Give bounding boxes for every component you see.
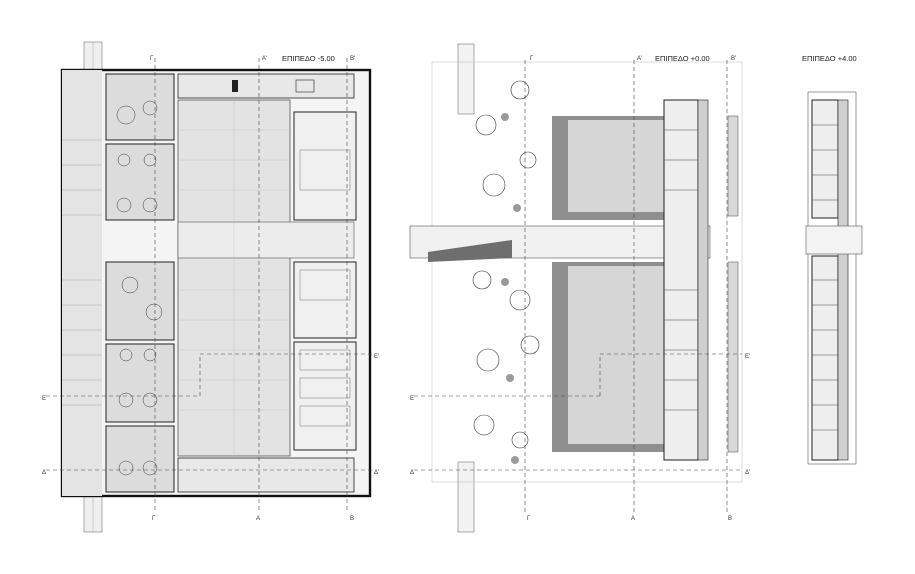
level-title-upper: ΕΠΙΠΕΔΟ +4.00 [802,54,857,63]
section-marker-epsilon-prime-left: Ε' [374,354,379,360]
section-marker-gamma-bottom-left: Γ [152,516,156,522]
section-marker-epsilon-left: Ε [42,396,46,402]
plan-level-0 [409,43,743,533]
section-marker-beta-top-left: Β' [350,56,355,62]
section-marker-alpha-bottom-mid: Α [631,516,635,522]
level-title-ground: ΕΠΙΠΕΔΟ +0.00 [655,54,710,63]
section-marker-gamma-top-left: Γ [150,56,154,62]
section-marker-epsilon-mid: Ε [410,396,414,402]
section-marker-gamma-bottom-mid: Γ [527,516,531,522]
section-marker-alpha-top-left: Α' [262,56,267,62]
section-marker-alpha-top-mid: Α' [637,56,642,62]
section-marker-delta-left: Δ [42,470,46,476]
section-marker-beta-bottom-left: Β [350,516,354,522]
section-marker-alpha-bottom-left: Α [256,516,260,522]
level-title-lower: ΕΠΙΠΕΔΟ -5.00 [282,54,335,63]
section-marker-gamma-top-mid: Γ [530,56,534,62]
section-marker-epsilon-prime-mid: Ε' [745,354,750,360]
section-marker-delta-prime-left: Δ' [374,470,379,476]
section-marker-delta-mid: Δ [410,470,414,476]
plan-level-plus4 [805,91,863,465]
section-marker-beta-top-mid: Β' [731,56,736,62]
section-marker-beta-bottom-mid: Β [728,516,732,522]
plan-level-minus5 [46,41,372,533]
section-marker-delta-prime-mid: Δ' [745,470,750,476]
